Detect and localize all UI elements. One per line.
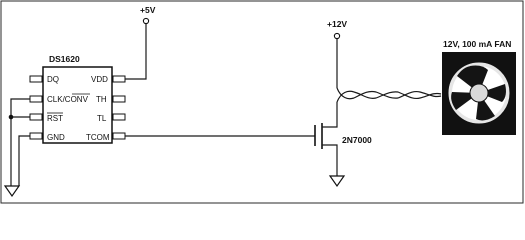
- pin-stub-clk: [29, 95, 43, 103]
- wire-gnd-pin: [18, 135, 30, 186]
- pin-label-tcom: TCOM: [86, 133, 110, 142]
- pin-label-gnd: GND: [47, 133, 65, 142]
- pin-stub-th: [112, 95, 126, 103]
- ground-symbol-left: [3, 185, 21, 198]
- pin-label-vdd: VDD: [91, 75, 108, 84]
- pin-stub-dq: [29, 75, 43, 83]
- twisted-lead-a: [353, 90, 442, 99]
- schematic-canvas: DS1620 DQ CLK/CONV RST GND VDD TH TL TCO…: [0, 0, 524, 204]
- junction-dot: [8, 114, 14, 120]
- wire-vdd-5v: [125, 24, 147, 80]
- ds1620-label: DS1620: [49, 54, 80, 64]
- pin-label-tl: TL: [97, 114, 107, 123]
- terminal-12v: [333, 32, 341, 40]
- pin-stub-vdd: [112, 75, 126, 83]
- terminal-5v: [142, 17, 150, 25]
- pin-stub-tl: [112, 113, 126, 121]
- ds1620-chip-body: [42, 66, 113, 144]
- fan-label: 12V, 100 mA FAN: [443, 39, 511, 49]
- pin-stub-gnd: [29, 132, 43, 140]
- mosfet-source: [322, 144, 338, 176]
- twisted-lead-a-start: [336, 87, 355, 100]
- pin-label-clk-conv: CLK/CONV: [47, 95, 89, 104]
- pin-stub-rst: [29, 113, 43, 121]
- pin-label-th: TH: [96, 95, 107, 104]
- pin-label-rst: RST: [47, 114, 63, 123]
- mosfet-label: 2N7000: [342, 135, 372, 145]
- diagram-border: [0, 0, 524, 204]
- mosfet-drain: [322, 102, 338, 128]
- fan-control-schematic: DS1620 DQ CLK/CONV RST GND VDD TH TL TCO…: [0, 0, 524, 204]
- ground-symbol-right: [328, 175, 346, 188]
- wire-clk-to-ground: [10, 98, 30, 186]
- fan-hub: [469, 83, 489, 103]
- supply-12v-label: +12V: [327, 19, 347, 29]
- pin-label-dq: DQ: [47, 75, 59, 84]
- supply-5v-label: +5V: [140, 5, 156, 15]
- twisted-lead-b-start: [336, 90, 355, 103]
- twisted-lead-b: [353, 91, 442, 100]
- pin-stub-tcom: [112, 132, 126, 140]
